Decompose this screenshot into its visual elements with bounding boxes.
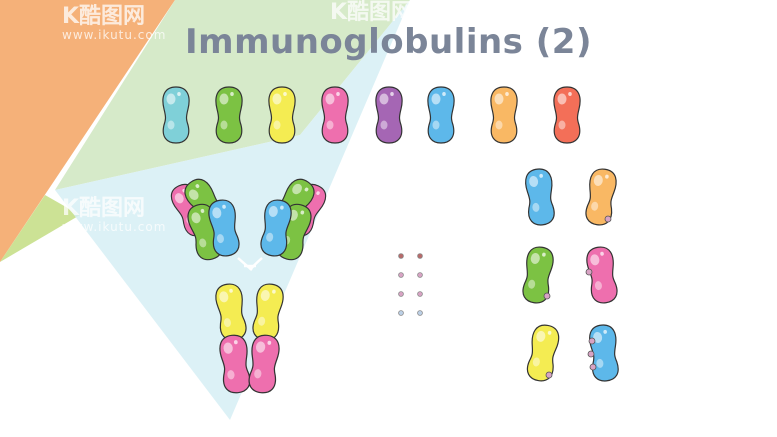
watermark-1: K酷图网 www.ikutu.com: [62, 4, 167, 43]
dot-grid: [398, 253, 423, 316]
bg-orange-shape: [0, 0, 175, 262]
domain-green: [215, 86, 243, 144]
stem-yellow-left: [213, 281, 249, 343]
stem-pink-left: [217, 333, 253, 395]
watermark-3: K酷图网 www.ikutu.com: [62, 196, 167, 235]
domain-purple: [375, 86, 403, 144]
antibody-molecule: [166, 173, 331, 395]
domain-yellow: [268, 86, 296, 144]
stem-pink-right: [246, 333, 282, 395]
pair3-yellow: [524, 322, 562, 384]
watermark-2: K酷图网: [330, 0, 414, 25]
domain-peach: [490, 86, 518, 144]
domain-row: [162, 86, 581, 144]
stem-yellow-right: [250, 281, 286, 343]
domain-pairs: [520, 166, 621, 384]
pair1-blue: [523, 167, 557, 227]
pair1-peach: [583, 166, 619, 228]
domain-pink: [321, 86, 349, 144]
domain-teal: [162, 86, 190, 144]
hinge-region: [237, 257, 263, 271]
domain-red: [553, 86, 581, 144]
bg-lime-shape: [0, 195, 80, 262]
domain-blue: [427, 86, 455, 144]
page-title: Immunoglobulins (2): [185, 22, 592, 62]
